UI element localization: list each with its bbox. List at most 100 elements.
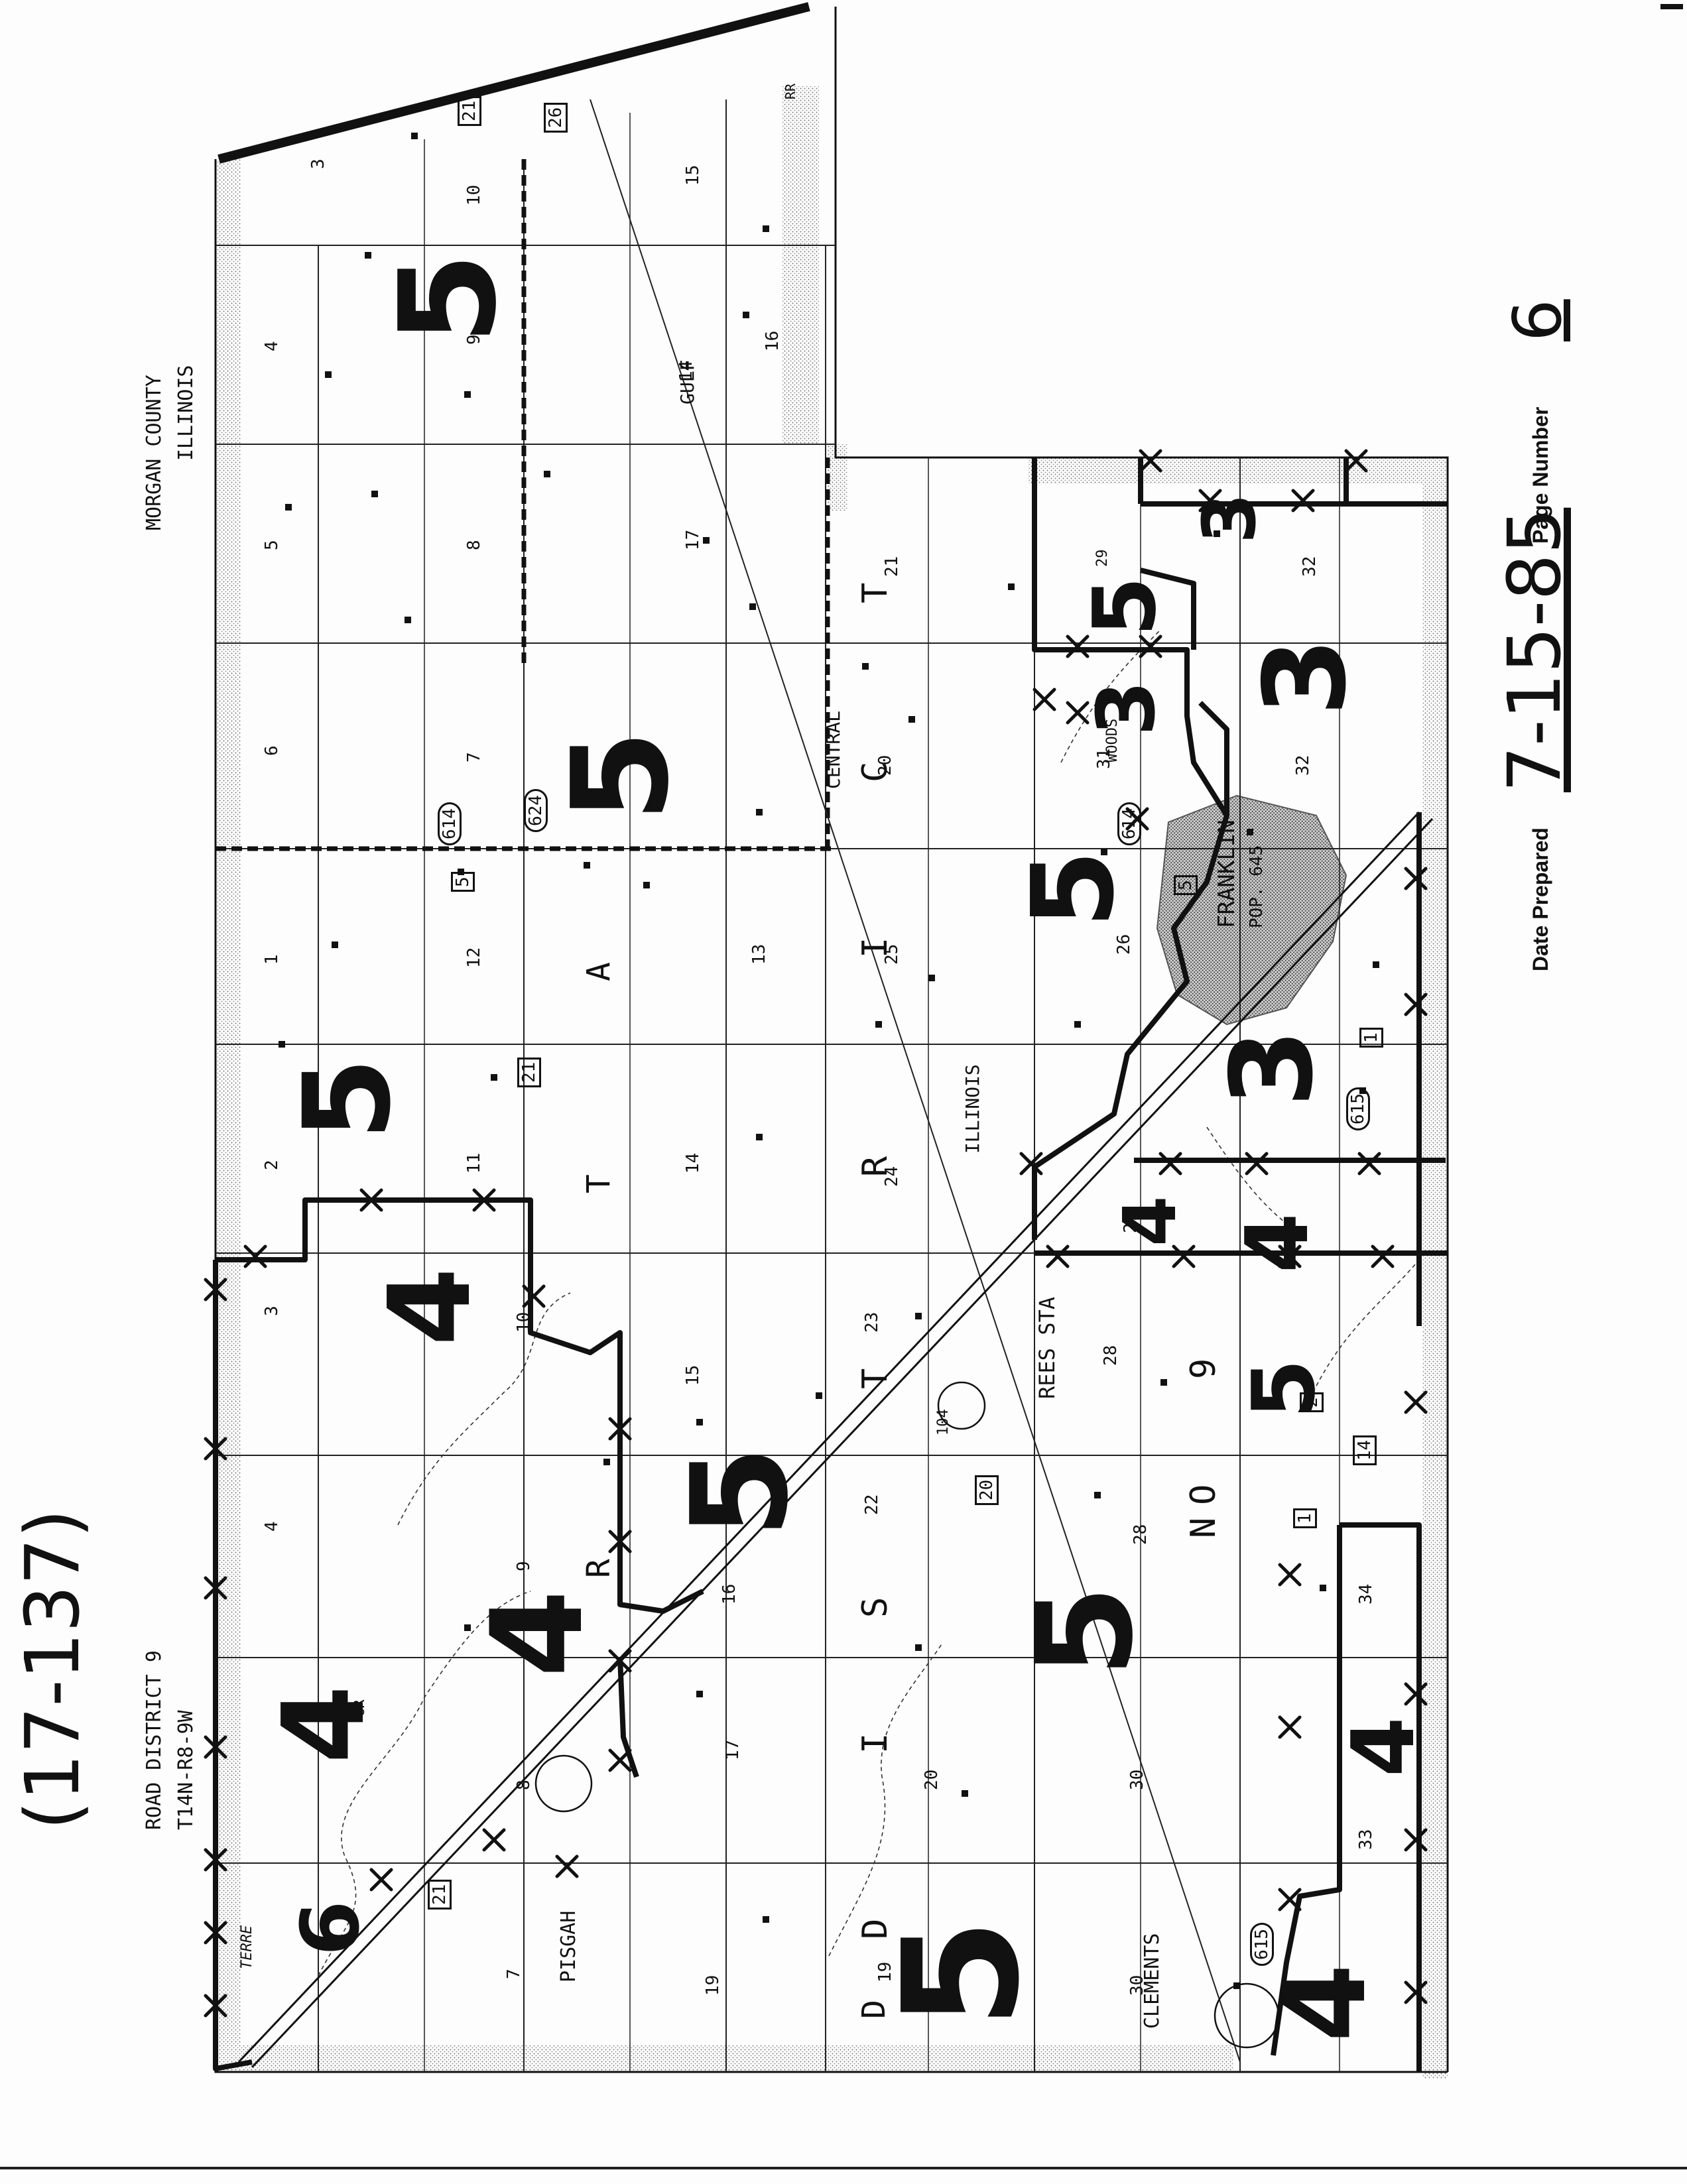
route-shield: 104 bbox=[935, 1409, 952, 1435]
route-shield: 1 bbox=[1359, 1028, 1383, 1048]
section-number: 16 bbox=[763, 330, 782, 351]
section-number: 1 bbox=[262, 954, 282, 965]
place-illinois: ILLINOIS bbox=[962, 1064, 983, 1154]
county-title: MORGAN COUNTY bbox=[143, 375, 166, 530]
district-letter: R bbox=[580, 1559, 617, 1578]
township-dashed-lines bbox=[216, 159, 836, 851]
route-shield: 5 bbox=[1174, 875, 1198, 895]
section-number: 7 bbox=[504, 1969, 524, 1979]
class-number: 4 bbox=[259, 1685, 390, 1764]
section-number: 21 bbox=[882, 556, 902, 577]
section-number: 10 bbox=[514, 1311, 534, 1333]
class-number: 5 bbox=[663, 1445, 818, 1538]
route-shield: 614 bbox=[1117, 802, 1141, 845]
corner-mark bbox=[1660, 4, 1683, 9]
route-shield: 5 bbox=[451, 872, 475, 892]
section-number: 33 bbox=[1356, 1829, 1376, 1850]
class-number: 4 bbox=[1260, 1963, 1391, 2042]
section-number: 17 bbox=[723, 1739, 743, 1760]
file-reference: (17-137) bbox=[10, 1508, 96, 1830]
loop-104 bbox=[937, 1381, 986, 1430]
class-number: 4 bbox=[464, 1589, 611, 1677]
section-number: 34 bbox=[1356, 1583, 1376, 1605]
section-number: 14 bbox=[683, 1152, 703, 1174]
main-highway bbox=[237, 811, 1434, 2069]
class-number: 5 bbox=[544, 729, 698, 822]
class-number: 5 bbox=[371, 252, 526, 345]
boundary-x-marks bbox=[204, 449, 1428, 2018]
section-number: 22 bbox=[862, 1494, 882, 1515]
section-number: 31 bbox=[1094, 748, 1114, 769]
district-letter: O bbox=[1184, 1484, 1223, 1505]
section-number: 5 bbox=[262, 540, 282, 550]
section-number: 14 bbox=[676, 360, 696, 381]
class-number: 4 bbox=[1107, 1195, 1192, 1246]
class-number: 3 bbox=[1240, 637, 1371, 716]
district-boundary-hand bbox=[213, 457, 1448, 2072]
page-number-value: 6 bbox=[1499, 299, 1576, 341]
district-letter: T bbox=[855, 1368, 895, 1389]
district-letter: I bbox=[855, 1732, 895, 1754]
section-number: 7 bbox=[464, 752, 484, 762]
class-number: 3 bbox=[1207, 1028, 1338, 1107]
district-letter: S bbox=[855, 1597, 895, 1618]
section-number: 30 bbox=[1127, 1769, 1147, 1790]
section-number: 12 bbox=[464, 947, 484, 968]
section-number: 4 bbox=[262, 1521, 282, 1532]
route-shield: 26 bbox=[544, 102, 568, 133]
town-pisgah: PISGAH bbox=[557, 1910, 580, 1982]
state-title: ILLINOIS bbox=[174, 365, 198, 461]
class-number: 5 bbox=[279, 1057, 417, 1140]
section-number: 23 bbox=[862, 1311, 882, 1333]
class-number: 5 bbox=[1008, 1585, 1162, 1677]
class-number: 3 bbox=[1187, 493, 1272, 544]
town-franklin: FRANKLIN bbox=[1214, 819, 1240, 928]
section-number: 20 bbox=[922, 1769, 942, 1790]
route-shield: 614 bbox=[438, 802, 462, 845]
class-number: 5 bbox=[1008, 849, 1139, 928]
section-number: 2 bbox=[262, 1160, 282, 1170]
section-number: 28 bbox=[1131, 1524, 1151, 1545]
section-number: 9 bbox=[514, 1561, 534, 1571]
class-number: 5 bbox=[1233, 1359, 1334, 1419]
section-number: 4 bbox=[262, 341, 282, 351]
district-letter: T bbox=[580, 1174, 617, 1193]
class-number: 4 bbox=[1333, 1717, 1434, 1777]
section-number: 13 bbox=[749, 943, 769, 965]
district-letter: A bbox=[580, 962, 617, 981]
section-number: 19 bbox=[703, 1974, 723, 1996]
section-number: 10 bbox=[464, 184, 484, 206]
route-shield: 1 bbox=[1293, 1508, 1317, 1528]
clements-circle bbox=[1214, 1982, 1280, 2049]
place-central: CENTRAL bbox=[822, 710, 844, 789]
page-number-label: Page Number bbox=[1529, 406, 1552, 544]
section-number: 20 bbox=[875, 755, 895, 776]
section-number: 15 bbox=[683, 164, 703, 186]
place-terre: TERRE bbox=[239, 1925, 255, 1969]
route-shield: 20 bbox=[975, 1475, 999, 1505]
class-number: 4 bbox=[365, 1267, 496, 1346]
pisgah-circle bbox=[534, 1754, 593, 1813]
class-number: 4 bbox=[1227, 1213, 1328, 1273]
class-number: 6 bbox=[285, 1900, 377, 1957]
township-label: T14N-R8-9W bbox=[174, 1710, 198, 1830]
route-shield: 615 bbox=[1250, 1923, 1274, 1966]
date-prepared-label: Date Prepared bbox=[1529, 827, 1552, 971]
district-number: 9 bbox=[1184, 1358, 1223, 1379]
section-number: 29 bbox=[1094, 549, 1111, 568]
section-number: 24 bbox=[882, 1166, 902, 1187]
bottom-edge-rule bbox=[0, 2167, 1687, 2169]
place-rees-sta: REES STA bbox=[1034, 1296, 1060, 1399]
section-number: 16 bbox=[719, 1583, 739, 1605]
section-number: 25 bbox=[882, 943, 902, 965]
franklin-village-area bbox=[1156, 794, 1347, 1026]
route-shield: 14 bbox=[1353, 1435, 1377, 1465]
district-title: ROAD DISTRICT 9 bbox=[143, 1650, 166, 1830]
class-number: 5 bbox=[1074, 576, 1175, 637]
class-number: 3 bbox=[1081, 680, 1173, 737]
section-number: 3 bbox=[308, 158, 328, 169]
section-number: 32 bbox=[1300, 556, 1320, 577]
route-shield: 21 bbox=[428, 1879, 452, 1910]
